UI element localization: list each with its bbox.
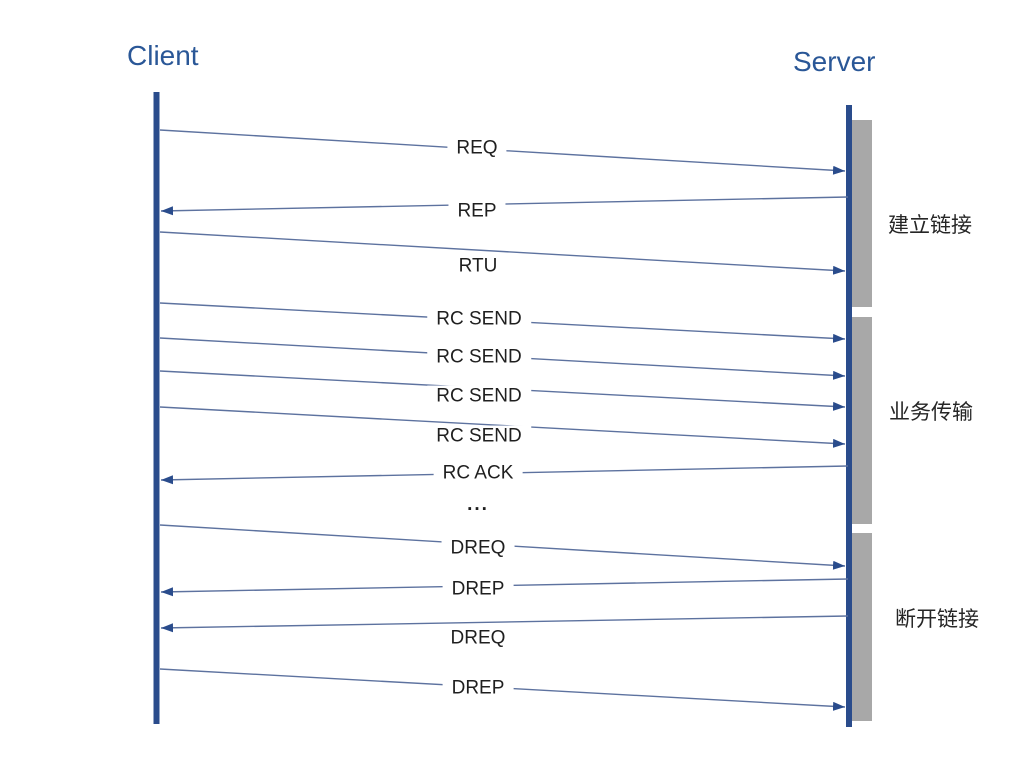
message-label-rtu: RTU	[449, 255, 507, 279]
message-label-rc-send-1: RC SEND	[427, 308, 531, 332]
message-label-dreq-2: DREQ	[441, 627, 515, 651]
message-label-rc-send-3: RC SEND	[427, 385, 531, 409]
message-label-rc-ack: RC ACK	[433, 462, 523, 486]
activation-bar-establish	[852, 120, 872, 307]
phase-label-transfer: 业务传输	[889, 401, 973, 424]
message-label-drep-1: DREP	[442, 578, 514, 602]
server-lifeline	[846, 105, 852, 727]
arrow-rc-send-4	[159, 406, 846, 448]
message-label-rc-send-4: RC SEND	[427, 425, 531, 449]
phase-label-establish: 建立链接	[888, 214, 972, 237]
activation-bar-transfer	[852, 317, 872, 524]
client-lifeline	[153, 92, 160, 724]
message-label-req: REQ	[447, 137, 507, 161]
message-label-rc-send-2: RC SEND	[427, 346, 531, 370]
message-label-dreq-1: DREQ	[441, 537, 515, 561]
arrow-rtu	[159, 231, 846, 275]
client-title: Client	[127, 40, 199, 71]
ellipsis-label: ...	[467, 494, 489, 515]
phase-label-disconnect: 断开链接	[895, 608, 979, 631]
server-title: Server	[793, 46, 876, 77]
message-label-rep: REP	[448, 200, 506, 224]
activation-bar-disconnect	[852, 533, 872, 721]
arrow-dreq-2	[160, 615, 849, 633]
message-label-drep-2: DREP	[442, 677, 514, 701]
